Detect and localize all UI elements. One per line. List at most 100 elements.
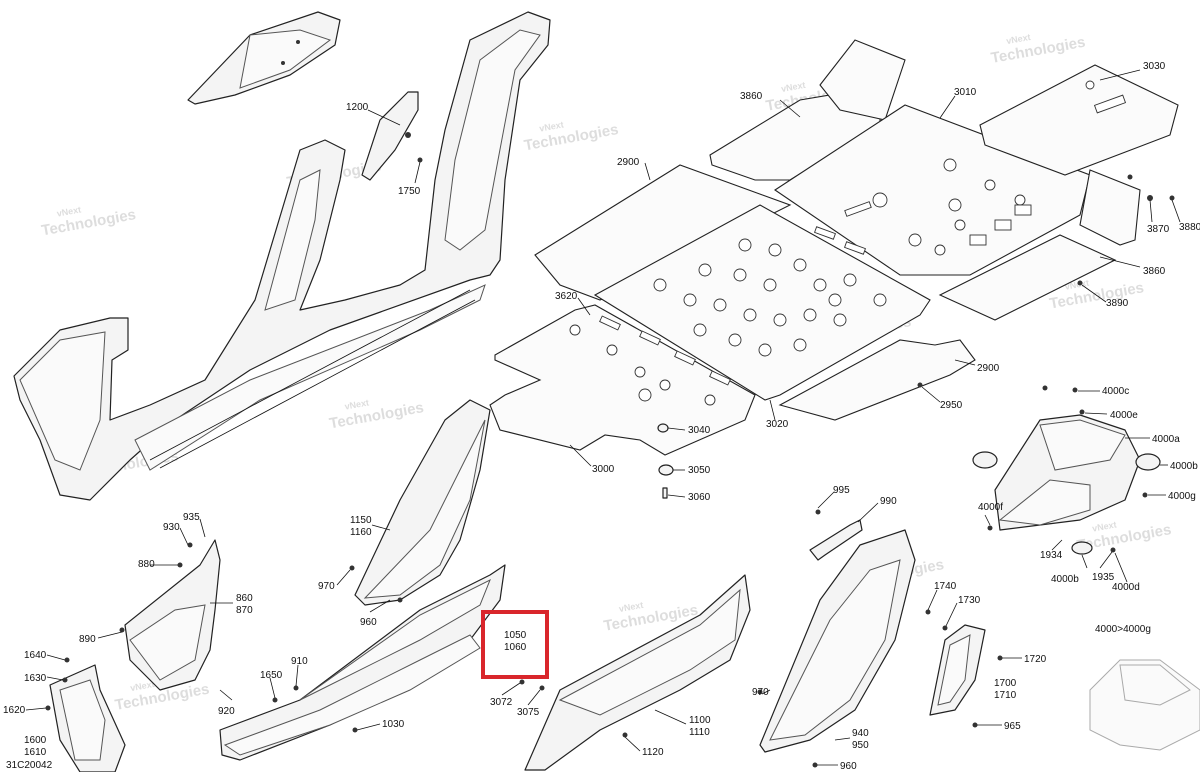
label-1700: 1700 [994, 678, 1017, 689]
part-labels: 1200 1750 930 935 880 860 870 890 1640 1… [3, 61, 1200, 772]
label-880: 880 [138, 559, 155, 570]
label-3072: 3072 [490, 697, 513, 708]
label-4000g: 4000g [1168, 491, 1196, 502]
label-1750: 1750 [398, 186, 421, 197]
label-3010: 3010 [954, 87, 977, 98]
label-2950: 2950 [940, 400, 963, 411]
rocker-panel-1030 [219, 564, 506, 761]
watermark-line1: vNext [1091, 520, 1117, 534]
floor-plate-3000 [489, 304, 756, 456]
panel-1700 [929, 624, 986, 716]
label-1600: 1600 [24, 735, 47, 746]
watermark-line2: Technologies [328, 399, 425, 432]
side-frame [13, 11, 551, 501]
label-4000-to-4000g: 4000>4000g [1095, 624, 1151, 635]
label-4000f: 4000f [978, 502, 1003, 513]
hardware-3040-3050-3060 [657, 423, 674, 499]
floor-plate-3020 [593, 204, 931, 401]
label-1150: 1150 [350, 515, 372, 526]
floor-plate-3860-left [709, 39, 906, 181]
bracket-990 [809, 519, 863, 561]
watermark-line1: vNext [618, 600, 644, 614]
label-860: 860 [236, 593, 253, 604]
label-1200: 1200 [346, 102, 369, 113]
label-3870: 3870 [1147, 224, 1170, 235]
watermark-line1: vNext [1005, 32, 1031, 46]
label-1640: 1640 [24, 650, 47, 661]
floor-plate-3860-right [938, 169, 1141, 321]
label-960-left: 960 [360, 617, 377, 628]
floor-plate-3030 [979, 64, 1179, 176]
label-2900-bottom: 2900 [977, 363, 1000, 374]
label-3890: 3890 [1106, 298, 1129, 309]
label-3000: 3000 [592, 464, 615, 475]
label-3030: 3030 [1143, 61, 1166, 72]
label-3860-left: 3860 [740, 91, 763, 102]
label-1934: 1934 [1040, 550, 1063, 561]
label-970-left: 970 [318, 581, 335, 592]
watermark-line1: vNext [780, 80, 806, 94]
label-1650: 1650 [260, 670, 283, 681]
label-1620: 1620 [3, 705, 26, 716]
label-950: 950 [852, 740, 869, 751]
floor-plate-2900-bottom [778, 339, 976, 421]
label-1110: 1110 [689, 727, 710, 738]
label-995: 995 [833, 485, 850, 496]
watermark-line1: vNext [129, 679, 155, 693]
rocker-panel-1100 [524, 574, 751, 771]
label-910: 910 [291, 656, 308, 667]
label-3075: 3075 [517, 707, 540, 718]
label-4000a: 4000a [1152, 434, 1180, 445]
label-1935: 1935 [1092, 572, 1115, 583]
watermark-line2: Technologies [40, 206, 137, 239]
label-930: 930 [163, 522, 180, 533]
top-cap-panel [187, 11, 341, 105]
label-970-right: 970 [752, 687, 769, 698]
label-940: 940 [852, 728, 869, 739]
label-3020: 3020 [766, 419, 789, 430]
label-1030: 1030 [382, 719, 405, 730]
label-1120: 1120 [642, 747, 664, 758]
label-1720: 1720 [1024, 654, 1047, 665]
label-890: 890 [79, 634, 96, 645]
panel-1600 [49, 664, 126, 772]
label-3050: 3050 [688, 465, 711, 476]
console-4000-ghost [1089, 659, 1200, 751]
label-4000c: 4000c [1102, 386, 1129, 397]
fasteners [45, 157, 1175, 768]
label-1730: 1730 [958, 595, 981, 606]
label-3880: 3880 [1179, 222, 1200, 233]
diagram-reference-code: 31C20042 [6, 760, 53, 771]
console-4000 [972, 414, 1161, 555]
label-960-right: 960 [840, 761, 857, 772]
label-965: 965 [1004, 721, 1021, 732]
label-1050: 1050 [504, 630, 527, 641]
label-990: 990 [880, 496, 897, 507]
watermark-line1: vNext [539, 119, 565, 133]
label-935: 935 [183, 512, 200, 523]
door-panel-1150 [354, 399, 491, 606]
label-920: 920 [218, 706, 235, 717]
highlight-box [481, 610, 549, 679]
label-3620: 3620 [555, 291, 578, 302]
label-2900-top: 2900 [617, 157, 640, 168]
label-1610: 1610 [24, 747, 47, 758]
watermark-line2: Technologies [990, 34, 1087, 67]
label-3060: 3060 [688, 492, 711, 503]
label-1100: 1100 [689, 715, 711, 726]
bracket-1200 [361, 91, 419, 181]
watermark-line2: Technologies [523, 121, 620, 154]
watermark-line1: vNext [344, 397, 370, 411]
label-4000d: 4000d [1112, 582, 1140, 593]
label-1710: 1710 [994, 690, 1017, 701]
label-1630: 1630 [24, 673, 47, 684]
label-1060: 1060 [504, 642, 527, 653]
label-1740: 1740 [934, 581, 957, 592]
door-panel-940 [759, 529, 916, 753]
label-870: 870 [236, 605, 253, 616]
leader-lines [25, 69, 1181, 766]
label-3860-right: 3860 [1143, 266, 1166, 277]
label-3040: 3040 [688, 425, 711, 436]
